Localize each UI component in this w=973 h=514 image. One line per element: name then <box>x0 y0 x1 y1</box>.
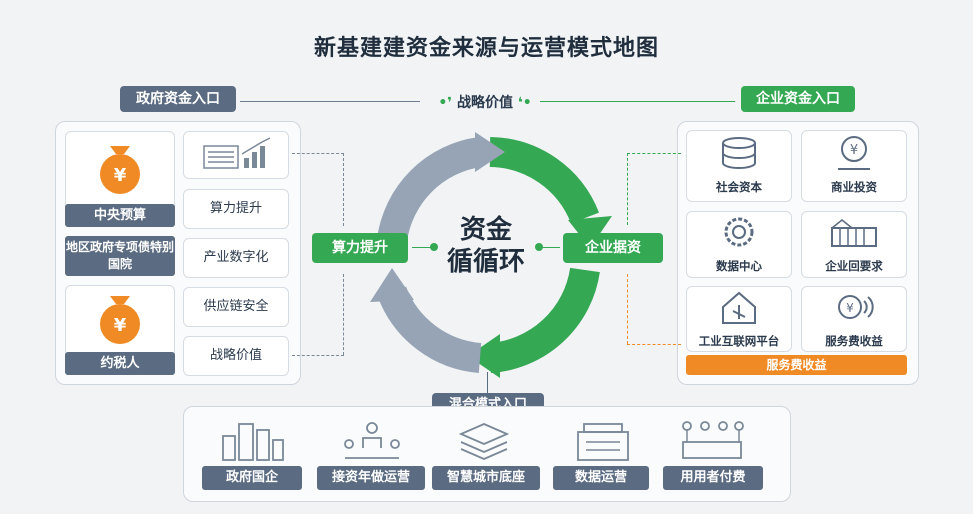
ent-entry-header: 企业资金入口 <box>741 86 855 112</box>
ent-item-label: 商业投资 <box>831 180 877 194</box>
ent-card-industrial: 工业互联网平台 <box>686 286 792 352</box>
ent-card-enterprise: 企业回要求 <box>801 211 907 278</box>
svg-text:¥: ¥ <box>114 315 127 336</box>
gov-connector-vert-top <box>343 153 344 226</box>
svg-text:¥: ¥ <box>114 165 127 186</box>
ent-card-social: 社会资本 <box>686 130 792 202</box>
gov-item-supply: 供应链安全 <box>183 287 289 327</box>
top-left-line <box>240 101 420 102</box>
bar-chart-icon <box>203 137 271 169</box>
svg-text:¥: ¥ <box>850 143 858 158</box>
gov-chart-card <box>183 131 289 179</box>
mix-item-data-ops: 数据运营 <box>553 466 649 490</box>
ent-item-label: 服务费收益 <box>825 334 883 348</box>
cycle-node-left: 算力提升 <box>312 233 408 263</box>
gov-item-compute: 算力提升 <box>183 189 289 229</box>
gov-connector-vert-bottom <box>343 274 344 355</box>
mix-connector <box>487 372 488 396</box>
mix-item-smart-city: 智慧城市底座 <box>432 466 540 490</box>
money-bag-icon: ¥ <box>100 146 140 194</box>
ent-item-label: 企业回要求 <box>825 259 883 273</box>
node-left-dot <box>430 243 438 251</box>
cycle-node-right: 企业据资 <box>563 233 663 263</box>
money-bag-icon: ¥ <box>100 296 140 344</box>
gear-icon <box>724 217 754 247</box>
cycle-center-line2: 循循环 <box>446 247 525 277</box>
left-dots-icon: •❜ <box>438 95 457 111</box>
mix-item-operate: 接资年做运营 <box>317 466 425 490</box>
coin-signal-icon: ¥ <box>838 295 874 319</box>
coin-investment-icon: ¥ <box>838 136 870 170</box>
cycle-center-line1: 资金 <box>459 215 512 245</box>
ent-card-service: ¥ 服务费收益 <box>801 286 907 352</box>
ent-connector-vert-top <box>627 153 628 225</box>
ent-connector-bottom <box>627 344 681 345</box>
taxpayer-label: 约税人 <box>65 352 175 375</box>
gov-connector-bottom <box>292 355 344 356</box>
gov-item-digital: 产业数字化 <box>183 238 289 278</box>
right-dots-icon: ❛• <box>513 95 532 111</box>
ent-item-label: 社会资本 <box>716 180 762 194</box>
node-right-dot <box>535 243 543 251</box>
cycle-center: 资金 循循环 <box>436 214 536 278</box>
svg-text:¥: ¥ <box>846 301 854 315</box>
page-title: 新基建建资金来源与运营模式地图 <box>313 36 659 61</box>
buildings-icon <box>222 423 284 461</box>
ent-connector-vert-bottom <box>627 274 628 344</box>
mix-item-user-pay: 用用者付费 <box>663 466 763 490</box>
service-fee-bar: 服务费收益 <box>686 355 907 375</box>
ent-card-commercial: ¥ 商业投资 <box>801 130 907 202</box>
ent-card-datacenter: 数据中心 <box>686 211 792 278</box>
strategic-value-top: •❜ 战略价值 ❛• <box>438 95 532 111</box>
top-right-line <box>540 101 735 102</box>
local-bond-label: 地区政府专项债特别国院 <box>65 236 175 276</box>
database-icon <box>722 137 756 169</box>
node-left-line <box>412 247 432 248</box>
ent-item-label: 数据中心 <box>716 259 762 273</box>
ent-item-label: 工业互联网平台 <box>698 334 780 348</box>
cycle-arrows <box>370 132 612 378</box>
ent-connector-top <box>627 153 681 154</box>
city-pins-icon <box>682 421 744 459</box>
house-tool-icon <box>722 291 756 324</box>
gov-item-strategic: 战略价值 <box>183 336 289 376</box>
server-building-icon <box>577 423 629 461</box>
stack-layers-icon <box>458 423 510 460</box>
gov-entry-header: 政府资金入口 <box>120 86 236 112</box>
central-budget-label: 中央预算 <box>65 204 175 227</box>
gov-connector-top <box>292 153 344 154</box>
people-network-icon <box>344 422 400 459</box>
mix-item-gov-soe: 政府国企 <box>202 466 302 490</box>
node-right-line <box>540 247 560 248</box>
factory-icon <box>831 219 877 247</box>
